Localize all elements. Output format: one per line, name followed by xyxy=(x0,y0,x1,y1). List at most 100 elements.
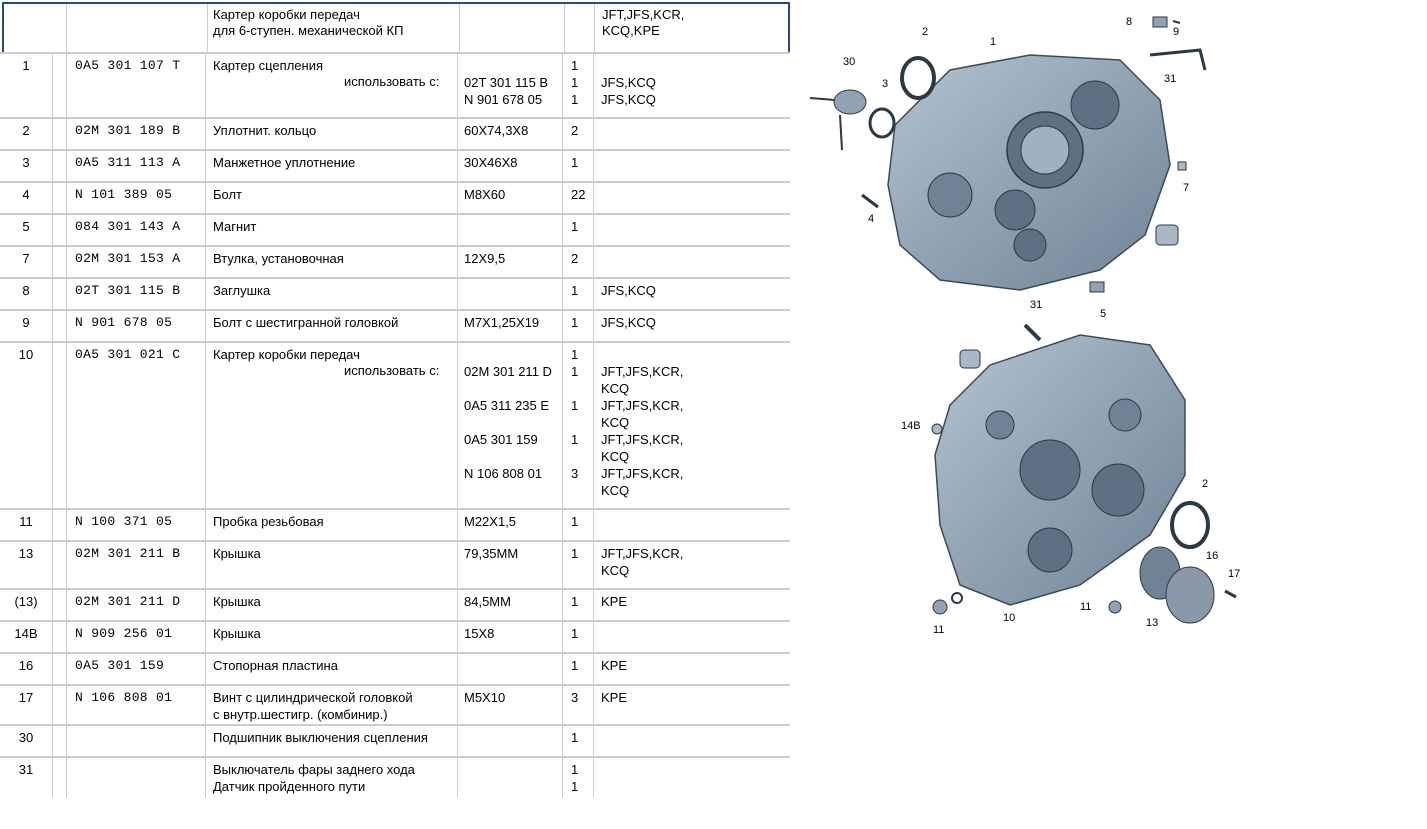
svg-text:13: 13 xyxy=(1146,617,1158,629)
part-spec: 60X74,3X8 xyxy=(464,123,529,138)
part-number: 084 301 143 A xyxy=(75,219,181,234)
part-name: Картер коробки передач xyxy=(213,347,360,362)
quantity: 1 xyxy=(571,626,579,641)
position-number: 4 xyxy=(22,187,30,202)
part-name: Манжетное уплотнение xyxy=(213,155,356,170)
part-number: 0A5 301 021 C xyxy=(75,347,181,362)
part-spec: M7X1,25X19 xyxy=(464,315,540,330)
position-number: 1 xyxy=(22,58,30,73)
part-spec: 79,35MM xyxy=(464,546,519,561)
part-number: 02M 301 211 D xyxy=(75,594,181,609)
quantity: 1 xyxy=(571,155,579,170)
quantity: 3 xyxy=(571,690,579,705)
part-name: Пробка резьбовая xyxy=(213,514,324,529)
svg-text:8: 8 xyxy=(1126,16,1132,28)
part-name: Болт с шестигранной головкой xyxy=(213,315,399,330)
part-name: Винт с цилиндрической головкой xyxy=(213,690,413,705)
part-spec: 02T 301 115 B xyxy=(464,75,549,90)
svg-text:17: 17 xyxy=(1228,568,1240,580)
part-number: 02M 301 211 B xyxy=(75,546,181,561)
part-spec: 30X46X8 xyxy=(464,155,518,170)
svg-text:4: 4 xyxy=(868,213,874,225)
quantity: 1 xyxy=(571,432,579,447)
svg-text:7: 7 xyxy=(1183,182,1189,194)
use-with-label: использовать с: xyxy=(344,363,440,378)
part-name: Втулка, установочная xyxy=(213,251,344,266)
position-number: 8 xyxy=(22,283,30,298)
svg-text:5: 5 xyxy=(1100,308,1106,320)
table-header: Картер коробки передач для 6-ступен. мех… xyxy=(2,2,790,54)
model-codes: JFS,KCQ xyxy=(601,283,656,298)
clutch-housing-illustration: 1 2 3 30 4 5 7 8 9 31 xyxy=(809,16,1207,320)
part-name: Крышка xyxy=(213,626,261,641)
svg-text:3: 3 xyxy=(882,78,888,90)
model-codes: JFT,JFS,KCR, xyxy=(601,546,684,561)
quantity: 22 xyxy=(571,187,586,202)
part-name: Датчик пройденного пути xyxy=(213,779,366,794)
part-spec: M8X60 xyxy=(464,187,506,202)
part-spec: 02M 301 211 D xyxy=(464,364,552,379)
use-with-label: использовать с: xyxy=(344,74,440,89)
model-codes: JFT,JFS,KCR, xyxy=(601,432,684,447)
model-codes: JFS,KCQ xyxy=(601,92,656,107)
part-name: Крышка xyxy=(213,546,261,561)
quantity: 2 xyxy=(571,123,579,138)
position-number: 17 xyxy=(18,690,34,705)
model-codes: KCQ xyxy=(601,483,630,498)
part-name: Подшипник выключения сцепления xyxy=(213,730,428,745)
model-codes: JFS,KCQ xyxy=(601,315,656,330)
quantity: 1 xyxy=(571,283,579,298)
svg-text:30: 30 xyxy=(843,56,855,68)
position-number: 9 xyxy=(22,315,30,330)
part-number: N 909 256 01 xyxy=(75,626,173,641)
quantity: 1 xyxy=(571,58,579,73)
exploded-diagram: 1 2 3 30 4 5 7 8 9 31 31 14B 2 16 17 11 … xyxy=(809,16,1240,636)
position-number: 31 xyxy=(18,762,34,777)
part-spec: 0A5 301 159 xyxy=(464,432,538,447)
quantity: 1 xyxy=(571,514,579,529)
part-spec: 0A5 311 235 E xyxy=(464,398,550,413)
part-number: N 101 389 05 xyxy=(75,187,173,202)
quantity: 1 xyxy=(571,546,579,561)
model-codes: JFT,JFS,KCR, xyxy=(601,398,684,413)
svg-text:9: 9 xyxy=(1173,26,1179,38)
position-number: 2 xyxy=(22,123,30,138)
part-name: Выключатель фары заднего хода xyxy=(213,762,415,777)
part-number: N 100 371 05 xyxy=(75,514,173,529)
part-spec: M22X1,5 xyxy=(464,514,517,529)
part-name: Стопорная пластина xyxy=(213,658,338,673)
quantity: 1 xyxy=(571,364,579,379)
quantity: 1 xyxy=(571,762,579,777)
position-number: 16 xyxy=(18,658,34,673)
part-number: N 106 808 01 xyxy=(75,690,173,705)
quantity: 1 xyxy=(571,92,579,107)
quantity: 1 xyxy=(571,347,579,362)
model-codes: JFT,JFS,KCR, xyxy=(601,364,684,379)
part-name: Картер сцепления xyxy=(213,58,323,73)
header-models: JFT,JFS,KCR, KCQ,KPE xyxy=(602,7,685,38)
model-codes: JFT,JFS,KCR, xyxy=(601,466,684,481)
part-spec: 84,5MM xyxy=(464,594,511,609)
svg-text:1: 1 xyxy=(990,36,996,48)
part-number: 02M 301 153 A xyxy=(75,251,181,266)
quantity: 1 xyxy=(571,315,579,330)
svg-text:11: 11 xyxy=(1080,601,1091,613)
part-spec: M5X10 xyxy=(464,690,506,705)
model-codes: KCQ xyxy=(601,415,630,430)
part-spec: N 901 678 05 xyxy=(464,92,543,107)
part-name: Уплотнит. кольцо xyxy=(213,123,317,138)
part-number: N 901 678 05 xyxy=(75,315,173,330)
position-number: 14B xyxy=(14,626,38,641)
